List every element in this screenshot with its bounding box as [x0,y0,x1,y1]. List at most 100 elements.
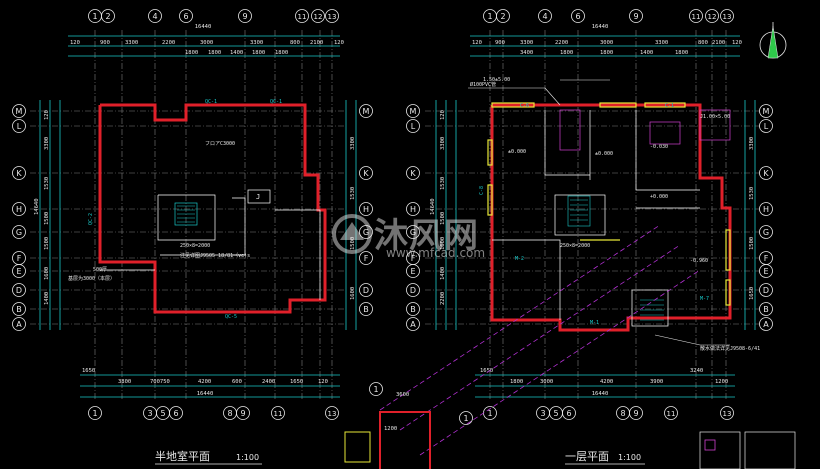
left-rside-axis-G: G [359,225,373,239]
svg-text:G: G [16,228,22,237]
left-plan-scale: 1:100 [236,453,259,462]
left-side-dim-4: 1500 [44,237,50,250]
left-side-dim-lines [39,100,357,330]
svg-text:2: 2 [105,12,110,21]
svg-text:A: A [410,320,416,329]
left-bottom-axis-6: 6 [169,406,183,420]
svg-text:G: G [363,228,369,237]
right-side-axis-E: E [406,264,420,278]
svg-text:D: D [410,286,416,295]
svg-text:3: 3 [540,409,545,418]
right-room-label-6: 250×8=2000 [560,243,590,249]
right-top-axis-6: 6 [571,9,585,23]
right-floor-plan: 16440 120 900 3300 2200 3000 3300 800 21… [406,9,773,465]
left-grid-vertical [94,30,333,400]
svg-text:K: K [410,169,416,178]
svg-text:K: K [363,169,369,178]
right-rside-axis-G: G [759,225,773,239]
svg-text:11: 11 [667,410,676,418]
left-side-total: 14640 [34,198,40,215]
left-side-axis-E: E [12,264,26,278]
right-bottom-axis-bubbles: 1 3 5 6 8 9 11 13 [483,406,734,420]
right-level-note-0: ±0.000 [508,149,526,155]
svg-text:4: 4 [152,12,157,21]
left-room-label-4: 基层为3000（本层） [68,275,115,282]
left-rside-dim-3: 1500 [350,237,356,250]
right-dimension-text: 16440 120 900 3300 2200 3000 3300 800 21… [472,24,742,397]
left-dimension-text: 16440 120 900 3300 2200 3000 3300 800 21… [70,24,344,397]
right-bottom-dim-6: 1200 [715,379,728,385]
left-bottom-overall: 16440 [197,391,214,397]
left-rside-dim-5: 1600 [350,287,356,300]
right-room-label-1: C-1 [665,103,674,109]
svg-text:A: A [16,320,22,329]
svg-text:2: 2 [500,12,505,21]
left-side-dim-0: 120 [44,110,50,120]
left-bottom-dim-1: 3800 [118,379,131,385]
svg-text:13: 13 [723,13,732,21]
right-openings [487,102,731,306]
right-top-dim-3: 2200 [555,40,568,46]
left-side-axis-A: A [12,317,26,331]
svg-text:6: 6 [566,409,571,418]
right-side-dim-2: 1530 [440,177,446,190]
left-bottom-dim-7: 120 [318,379,328,385]
svg-text:F: F [364,254,369,263]
left-wall-code-3: QC-2 [88,213,94,225]
right-side-axis-G: G [406,225,420,239]
left-side-text: 14640 120 3300 1530 1500 1500 1600 1400 … [34,110,356,305]
left-rside-axis-F: F [359,251,373,265]
right-bottom-dim-1: 1800 [510,379,523,385]
svg-text:F: F [411,254,416,263]
left-top-sub-3: 1800 [252,50,265,56]
right-side-dim-1: 3300 [440,137,446,150]
right-top-sub-0: 3400 [520,50,533,56]
right-level-tag: 1.50±5.00 [483,77,510,83]
svg-text:1: 1 [92,12,97,21]
section-walls [379,411,431,469]
left-top-axis-13: 13 [325,9,339,23]
right-rside-dim-2: 1530 [749,187,755,200]
left-side-dim-5: 1600 [44,267,50,280]
svg-text:D: D [763,286,769,295]
right-rside-axis-L: L [759,119,773,133]
left-room-label-2: 250×8=2000 [180,243,210,249]
left-room-label-3: 500厚 [93,267,107,273]
section-stair [344,431,371,463]
left-plan-title-group: 半地室平面 1:100 [155,449,262,465]
svg-text:F: F [764,254,769,263]
right-top-axis-9: 9 [629,9,643,23]
right-top-sub-4: 1800 [675,50,688,56]
svg-text:8: 8 [620,409,625,418]
left-side-axis-B: B [12,302,26,316]
right-rside-axis-A: A [759,317,773,331]
svg-text:M: M [410,107,417,116]
svg-text:13: 13 [328,13,337,21]
left-top-dim-0: 120 [70,40,80,46]
svg-text:11: 11 [298,13,307,21]
right-bottom-dim-0: 1650 [480,368,493,374]
right-side-dim-4: 1600 [440,237,446,250]
right-room-label-2: M-1 [590,320,599,326]
right-top-dim-8: 120 [732,40,742,46]
svg-text:L: L [411,122,416,131]
right-bottom-axis-11: 11 [664,406,678,420]
right-top-dim-1: 900 [495,40,505,46]
left-wall-code-1: QC-1 [270,99,282,105]
right-top-axis-12: 12 [705,9,719,23]
svg-text:L: L [764,122,769,131]
right-bottom-dim-4: 3900 [650,379,663,385]
svg-text:H: H [763,205,769,214]
right-bottom-axis-9: 9 [629,406,643,420]
left-top-sub-2: 1400 [230,50,243,56]
right-side-dim-5: 1400 [440,267,446,280]
svg-text:D: D [16,286,22,295]
left-rside-dim-2: 1530 [350,187,356,200]
left-top-sub-0: 1800 [185,50,198,56]
right-top-dim-4: 3000 [600,40,613,46]
section-dim-1: 1200 [384,426,397,432]
left-side-dim-2: 1530 [44,177,50,190]
right-dim-lines [435,35,756,398]
right-side-axis-bubbles: M L K H G F E D B A [406,104,420,331]
